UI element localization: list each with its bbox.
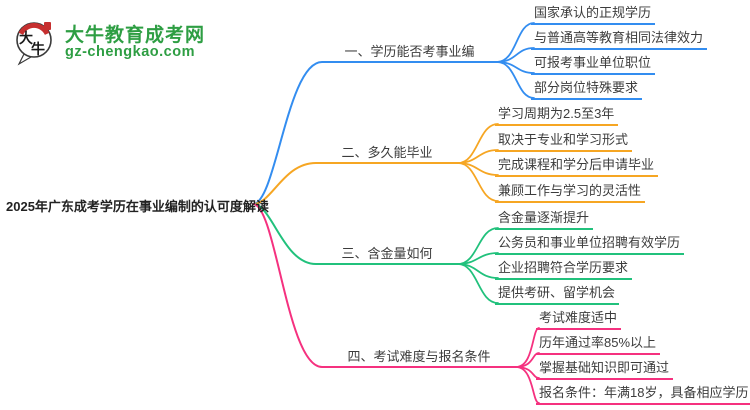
- site-logo: 大 牛 大牛教育成考网 gz-chengkao.com: [10, 12, 210, 68]
- branch-label-1: 一、学历能否考事业编: [344, 44, 475, 59]
- logo-char-2: 牛: [31, 41, 45, 57]
- site-name: 大牛教育成考网: [65, 25, 206, 46]
- logo-char-1: 大: [19, 30, 33, 46]
- leaf-node: 完成课程和学分后申请毕业: [495, 157, 659, 177]
- leaf-node: 企业招聘符合学历要求: [495, 260, 633, 280]
- branch-3-lines: [252, 203, 499, 304]
- leaf-node: 取决于专业和学习形式: [495, 132, 633, 152]
- branch-1-fan-4: [496, 61, 535, 99]
- leaf-node: 与普通高等教育相同法律效力: [531, 30, 708, 50]
- branch-label-2: 二、多久能毕业: [341, 145, 433, 160]
- branch-label-3: 三、含金量如何: [341, 246, 433, 261]
- leaf-node: 考试难度适中: [536, 310, 622, 330]
- branch-1-trunk: [252, 61, 498, 205]
- branch-4-fan-4: [515, 366, 540, 404]
- branch-3-trunk: [252, 203, 459, 265]
- branch-label-4: 四、考试难度与报名条件: [347, 349, 491, 364]
- leaf-node: 历年通过率85%以上: [536, 335, 661, 355]
- logo-red-arc: [18, 22, 50, 35]
- branch-2-fan-4: [457, 162, 499, 202]
- branch-2-lines: [252, 123, 499, 205]
- leaf-node: 含金量逐渐提升: [495, 210, 594, 230]
- branch-4-trunk: [252, 203, 517, 368]
- leaf-node: 报名条件：年满18岁，具备相应学历: [536, 385, 750, 405]
- branch-3-fan-4: [457, 263, 499, 304]
- leaf-node: 学习周期为2.5至3年: [495, 106, 619, 126]
- leaf-node: 国家承认的正规学历: [531, 5, 656, 25]
- site-url: gz-chengkao.com: [65, 44, 195, 60]
- branch-1-lines: [252, 22, 535, 205]
- branch-2-trunk: [252, 162, 459, 205]
- logo-bull-icon: 大 牛: [16, 22, 52, 66]
- leaf-node: 部分岗位特殊要求: [531, 80, 643, 100]
- leaf-node: 兼顾工作与学习的灵活性: [495, 183, 646, 203]
- logo-seal-icon: [44, 22, 51, 30]
- leaf-node: 提供考研、留学机会: [495, 285, 620, 305]
- leaf-node: 可报考事业单位职位: [531, 55, 656, 75]
- central-topic: 2025年广东成考学历在事业编制的认可度解读: [6, 199, 269, 214]
- leaf-node: 公务员和事业单位招聘有效学历: [495, 235, 685, 255]
- leaf-node: 掌握基础知识即可通过: [536, 360, 674, 380]
